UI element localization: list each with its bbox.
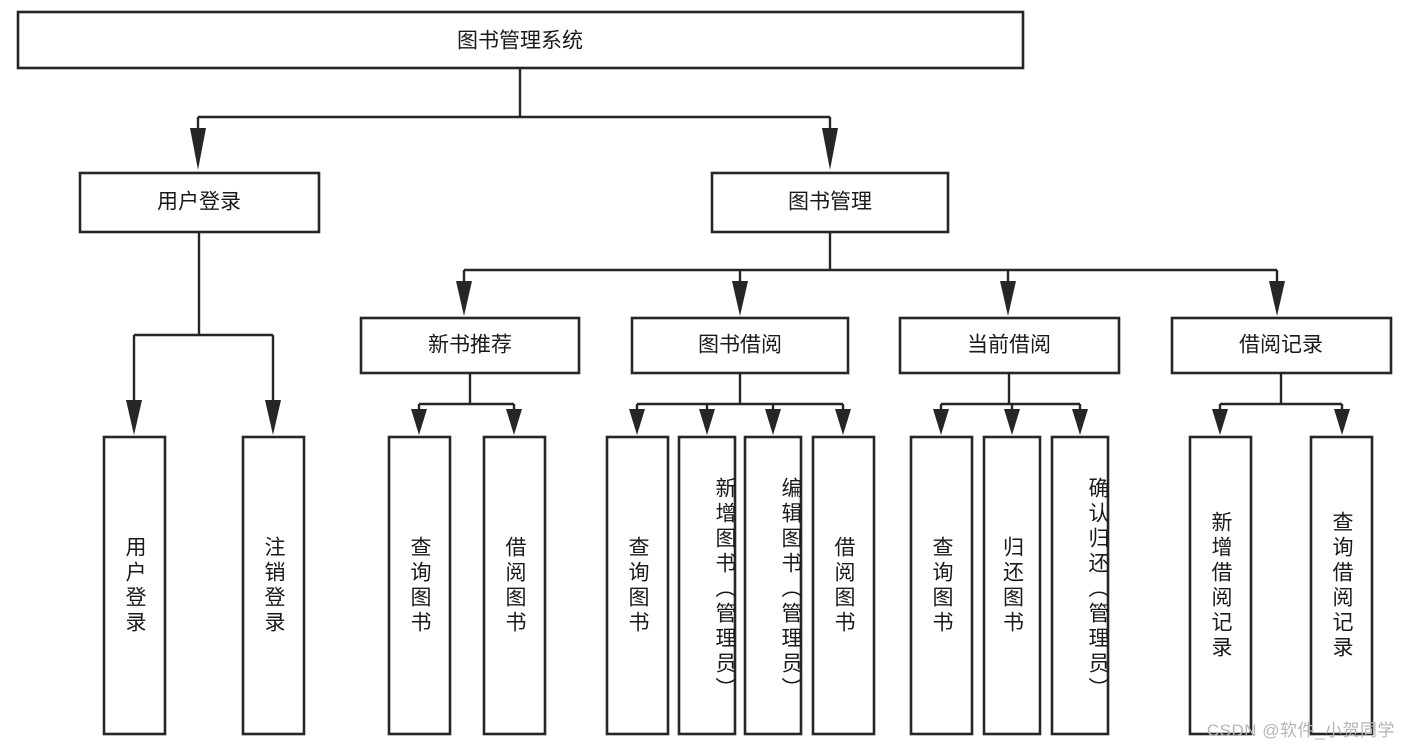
leaf-return-book-box[interactable]: [982, 435, 1042, 736]
arrowhead-to-current-borrow: [1000, 281, 1016, 316]
node-book-borrow[interactable]: 图书借阅: [630, 316, 850, 375]
arrowhead-to-leaf-query-book-2: [629, 409, 645, 435]
arrowhead-to-leaf-borrow-book-1: [506, 409, 522, 435]
connector-root-to-level2: [190, 68, 838, 170]
node-root-box[interactable]: [16, 10, 1025, 70]
leaf-query-record-box[interactable]: [1309, 435, 1374, 736]
arrowhead-to-borrow-record: [1269, 281, 1285, 316]
arrowhead-to-leaf-return-book: [1004, 409, 1020, 435]
node-current-borrow[interactable]: 当前借阅: [898, 316, 1121, 375]
node-book-manage[interactable]: 图书管理: [710, 171, 950, 234]
leaf-user-login-box[interactable]: [102, 435, 167, 736]
node-book-borrow-box[interactable]: [630, 316, 850, 375]
arrowhead-to-book-borrow: [732, 281, 748, 316]
arrowhead-to-book-manage: [822, 128, 838, 170]
node-root[interactable]: 图书管理系统: [16, 10, 1025, 70]
node-current-borrow-label: 当前借阅: [967, 334, 1051, 357]
leaf-query-book-3-box[interactable]: [909, 435, 974, 736]
node-user-login-label: 用户登录: [157, 191, 241, 214]
leaf-confirm-return-box[interactable]: [1050, 435, 1110, 736]
arrowhead-to-new-book-rec: [456, 281, 472, 316]
node-book-manage-box[interactable]: [710, 171, 950, 234]
node-borrow-record[interactable]: 借阅记录: [1170, 316, 1393, 375]
arrowhead-to-leaf-confirm-return: [1072, 409, 1088, 435]
leaf-add-record-box[interactable]: [1188, 435, 1253, 736]
node-root-label: 图书管理系统: [457, 30, 583, 53]
arrowhead-to-leaf-add-book: [699, 409, 715, 435]
node-book-manage-label: 图书管理: [788, 191, 872, 214]
leaf-borrow-book-1-box[interactable]: [482, 435, 547, 736]
arrowhead-to-leaf-edit-book: [765, 409, 781, 435]
arrowhead-to-leaf-user-login: [126, 400, 142, 435]
node-book-borrow-label: 图书借阅: [698, 334, 782, 357]
arrowhead-to-leaf-query-record: [1334, 409, 1350, 435]
connector-new-book-rec-to-leaves: [411, 373, 522, 435]
leaf-query-book-2-box[interactable]: [605, 435, 670, 736]
leaf-user-logout-box[interactable]: [241, 435, 306, 736]
node-user-login[interactable]: 用户登录: [78, 171, 321, 234]
leaf-borrow-book-2-box[interactable]: [811, 435, 876, 736]
node-borrow-record-box[interactable]: [1170, 316, 1393, 375]
connector-book-borrow-to-leaves: [629, 373, 851, 435]
arrowhead-to-leaf-query-book-3: [933, 409, 949, 435]
leaf-edit-book-box[interactable]: [743, 435, 803, 736]
arrowhead-to-leaf-user-logout: [265, 400, 281, 435]
connector-borrow-record-to-leaves: [1212, 373, 1350, 435]
node-current-borrow-box[interactable]: [898, 316, 1121, 375]
node-new-book-rec[interactable]: 新书推荐: [359, 316, 581, 375]
arrowhead-to-leaf-query-book-1: [411, 409, 427, 435]
arrowhead-to-leaf-borrow-book-2: [835, 409, 851, 435]
node-new-book-rec-box[interactable]: [359, 316, 581, 375]
connector-current-borrow-to-leaves: [933, 373, 1088, 435]
arrowhead-to-leaf-add-record: [1212, 409, 1228, 435]
node-borrow-record-label: 借阅记录: [1239, 334, 1323, 357]
leaf-add-book-box[interactable]: [677, 435, 737, 736]
node-new-book-rec-label: 新书推荐: [428, 334, 512, 357]
connector-user-login-to-leaves: [126, 232, 281, 435]
leaf-query-book-1-box[interactable]: [387, 435, 452, 736]
arrowhead-to-user-login: [190, 128, 206, 170]
connector-book-manage-to-level3: [456, 232, 1285, 316]
csdn-watermark: CSDN @软件_小贺同学: [1206, 721, 1395, 740]
